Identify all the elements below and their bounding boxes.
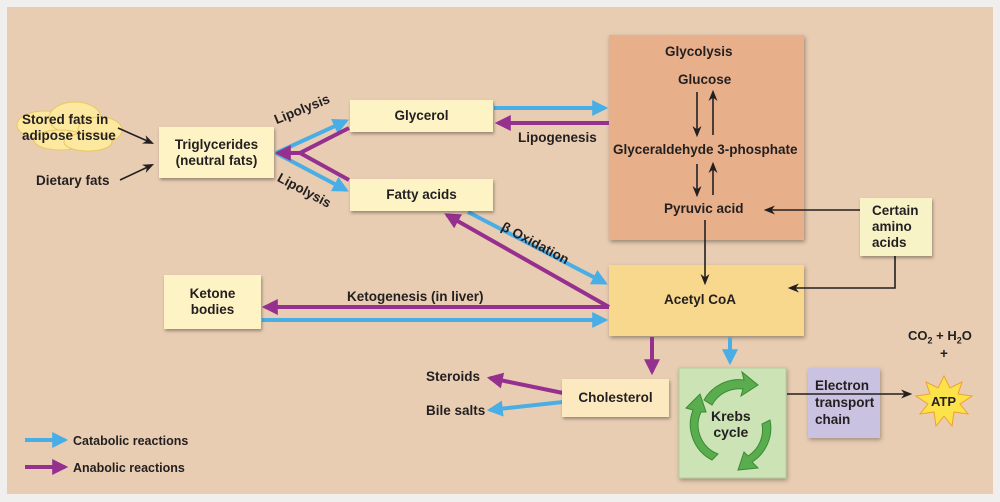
krebs-line1: Krebs <box>711 408 751 424</box>
glucose-label: Glucose <box>678 72 732 87</box>
stored-fats-line2: adipose tissue <box>22 128 116 143</box>
ketone-line1: Ketone <box>189 286 236 301</box>
krebs-cycle-icon <box>685 370 772 471</box>
arrow-acetyl-to-fatty <box>444 213 610 309</box>
dietary-fats-label: Dietary fats <box>36 173 110 188</box>
stored-fats-label: Stored fats in adipose tissue <box>22 112 116 144</box>
amino-acids-box: Certain amino acids <box>860 198 932 256</box>
krebs-cycle-label: Krebs cycle <box>711 408 751 440</box>
arrow-amino-to-acetyl <box>787 256 896 293</box>
etc-line1: Electron <box>815 378 870 393</box>
arrow-cholesterol-to-bile <box>486 400 564 417</box>
plus-label: + <box>940 346 948 361</box>
fatty-acids-box: Fatty acids <box>350 179 493 211</box>
ketogenesis-label: Ketogenesis (in liver) <box>347 289 484 304</box>
glycolysis-title: Glycolysis <box>665 44 733 59</box>
krebs-line2: cycle <box>713 424 749 440</box>
atp-star-icon <box>914 374 974 428</box>
atp-label: ATP <box>931 394 957 409</box>
g3p-label: Glyceraldehyde 3-phosphate <box>613 142 798 157</box>
arrow-beta-oxidation <box>467 210 608 285</box>
glycerol-box: Glycerol <box>350 100 493 132</box>
arrow-anabolic-to-trig <box>295 126 350 182</box>
stored-fats-cloud-icon <box>16 101 123 152</box>
fatty-acids-label: Fatty acids <box>386 187 457 202</box>
etc-line3: chain <box>815 412 851 427</box>
cholesterol-label: Cholesterol <box>578 390 653 405</box>
cholesterol-box: Cholesterol <box>562 379 669 417</box>
etc-line2: transport <box>815 395 875 410</box>
glycerol-label: Glycerol <box>394 108 449 123</box>
amino-line3: acids <box>872 235 907 250</box>
legend-anabolic-label: Anabolic reactions <box>73 461 185 475</box>
acetyl-coa-label: Acetyl CoA <box>664 292 737 307</box>
amino-line1: Certain <box>872 203 919 218</box>
lipogenesis-label: Lipogenesis <box>518 130 597 145</box>
ketone-line2: bodies <box>190 302 235 317</box>
bile-salts-label: Bile salts <box>426 403 486 418</box>
triglycerides-line1: Triglycerides <box>174 136 259 152</box>
co2-h2o-label: CO2 + H2O <box>908 328 972 346</box>
stored-fats-line1: Stored fats in <box>22 112 109 127</box>
etc-label: Electron transport chain <box>815 377 874 428</box>
pyruvic-acid-label: Pyruvic acid <box>664 201 744 216</box>
triglycerides-box: Triglycerides (neutral fats) <box>159 127 274 178</box>
arrow-cholesterol-to-steroids <box>486 372 564 395</box>
etc-box <box>808 368 880 438</box>
arrow-dietary-to-trig <box>119 164 155 181</box>
arrow-stored-to-trig <box>117 127 155 144</box>
steroids-label: Steroids <box>426 369 481 384</box>
triglycerides-line2: (neutral fats) <box>175 152 258 168</box>
amino-line2: amino <box>872 219 912 234</box>
ketone-bodies-box: Ketone bodies <box>164 275 261 329</box>
legend-catabolic-label: Catabolic reactions <box>73 434 189 448</box>
